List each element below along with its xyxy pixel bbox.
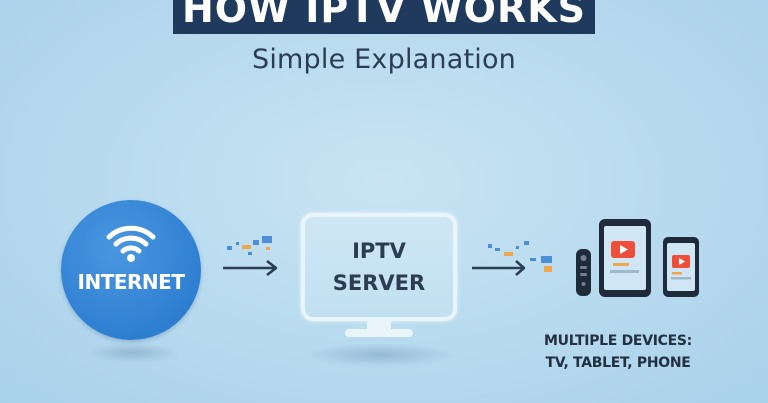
wifi-icon <box>106 225 156 262</box>
remote-icon <box>576 249 591 296</box>
flow-arrow-internet-to-server <box>223 236 278 276</box>
internet-node: INTERNET <box>61 200 201 340</box>
server-label-line1: IPTV <box>352 239 406 263</box>
server-monitor: IPTV SERVER <box>301 213 457 321</box>
server-label-line2: SERVER <box>332 271 426 295</box>
monitor-stand <box>367 321 391 331</box>
internet-label: INTERNET <box>77 270 185 294</box>
devices-caption: MULTIPLE DEVICES: TV, TABLET, PHONE <box>538 330 698 374</box>
phone-icon <box>663 237 699 297</box>
flow-arrow-server-to-devices <box>472 241 552 276</box>
devices-caption-line1: MULTIPLE DEVICES: <box>544 333 692 349</box>
server-label: IPTV SERVER <box>305 235 453 299</box>
tablet-icon <box>599 219 651 297</box>
server-shadow <box>303 343 457 367</box>
monitor-base <box>345 329 413 337</box>
devices-caption-line2: TV, TABLET, PHONE <box>545 355 691 371</box>
title-banner: HOW IPTV WORKS <box>173 0 595 34</box>
subtitle: Simple Explanation <box>252 44 516 75</box>
internet-shadow <box>86 343 180 363</box>
